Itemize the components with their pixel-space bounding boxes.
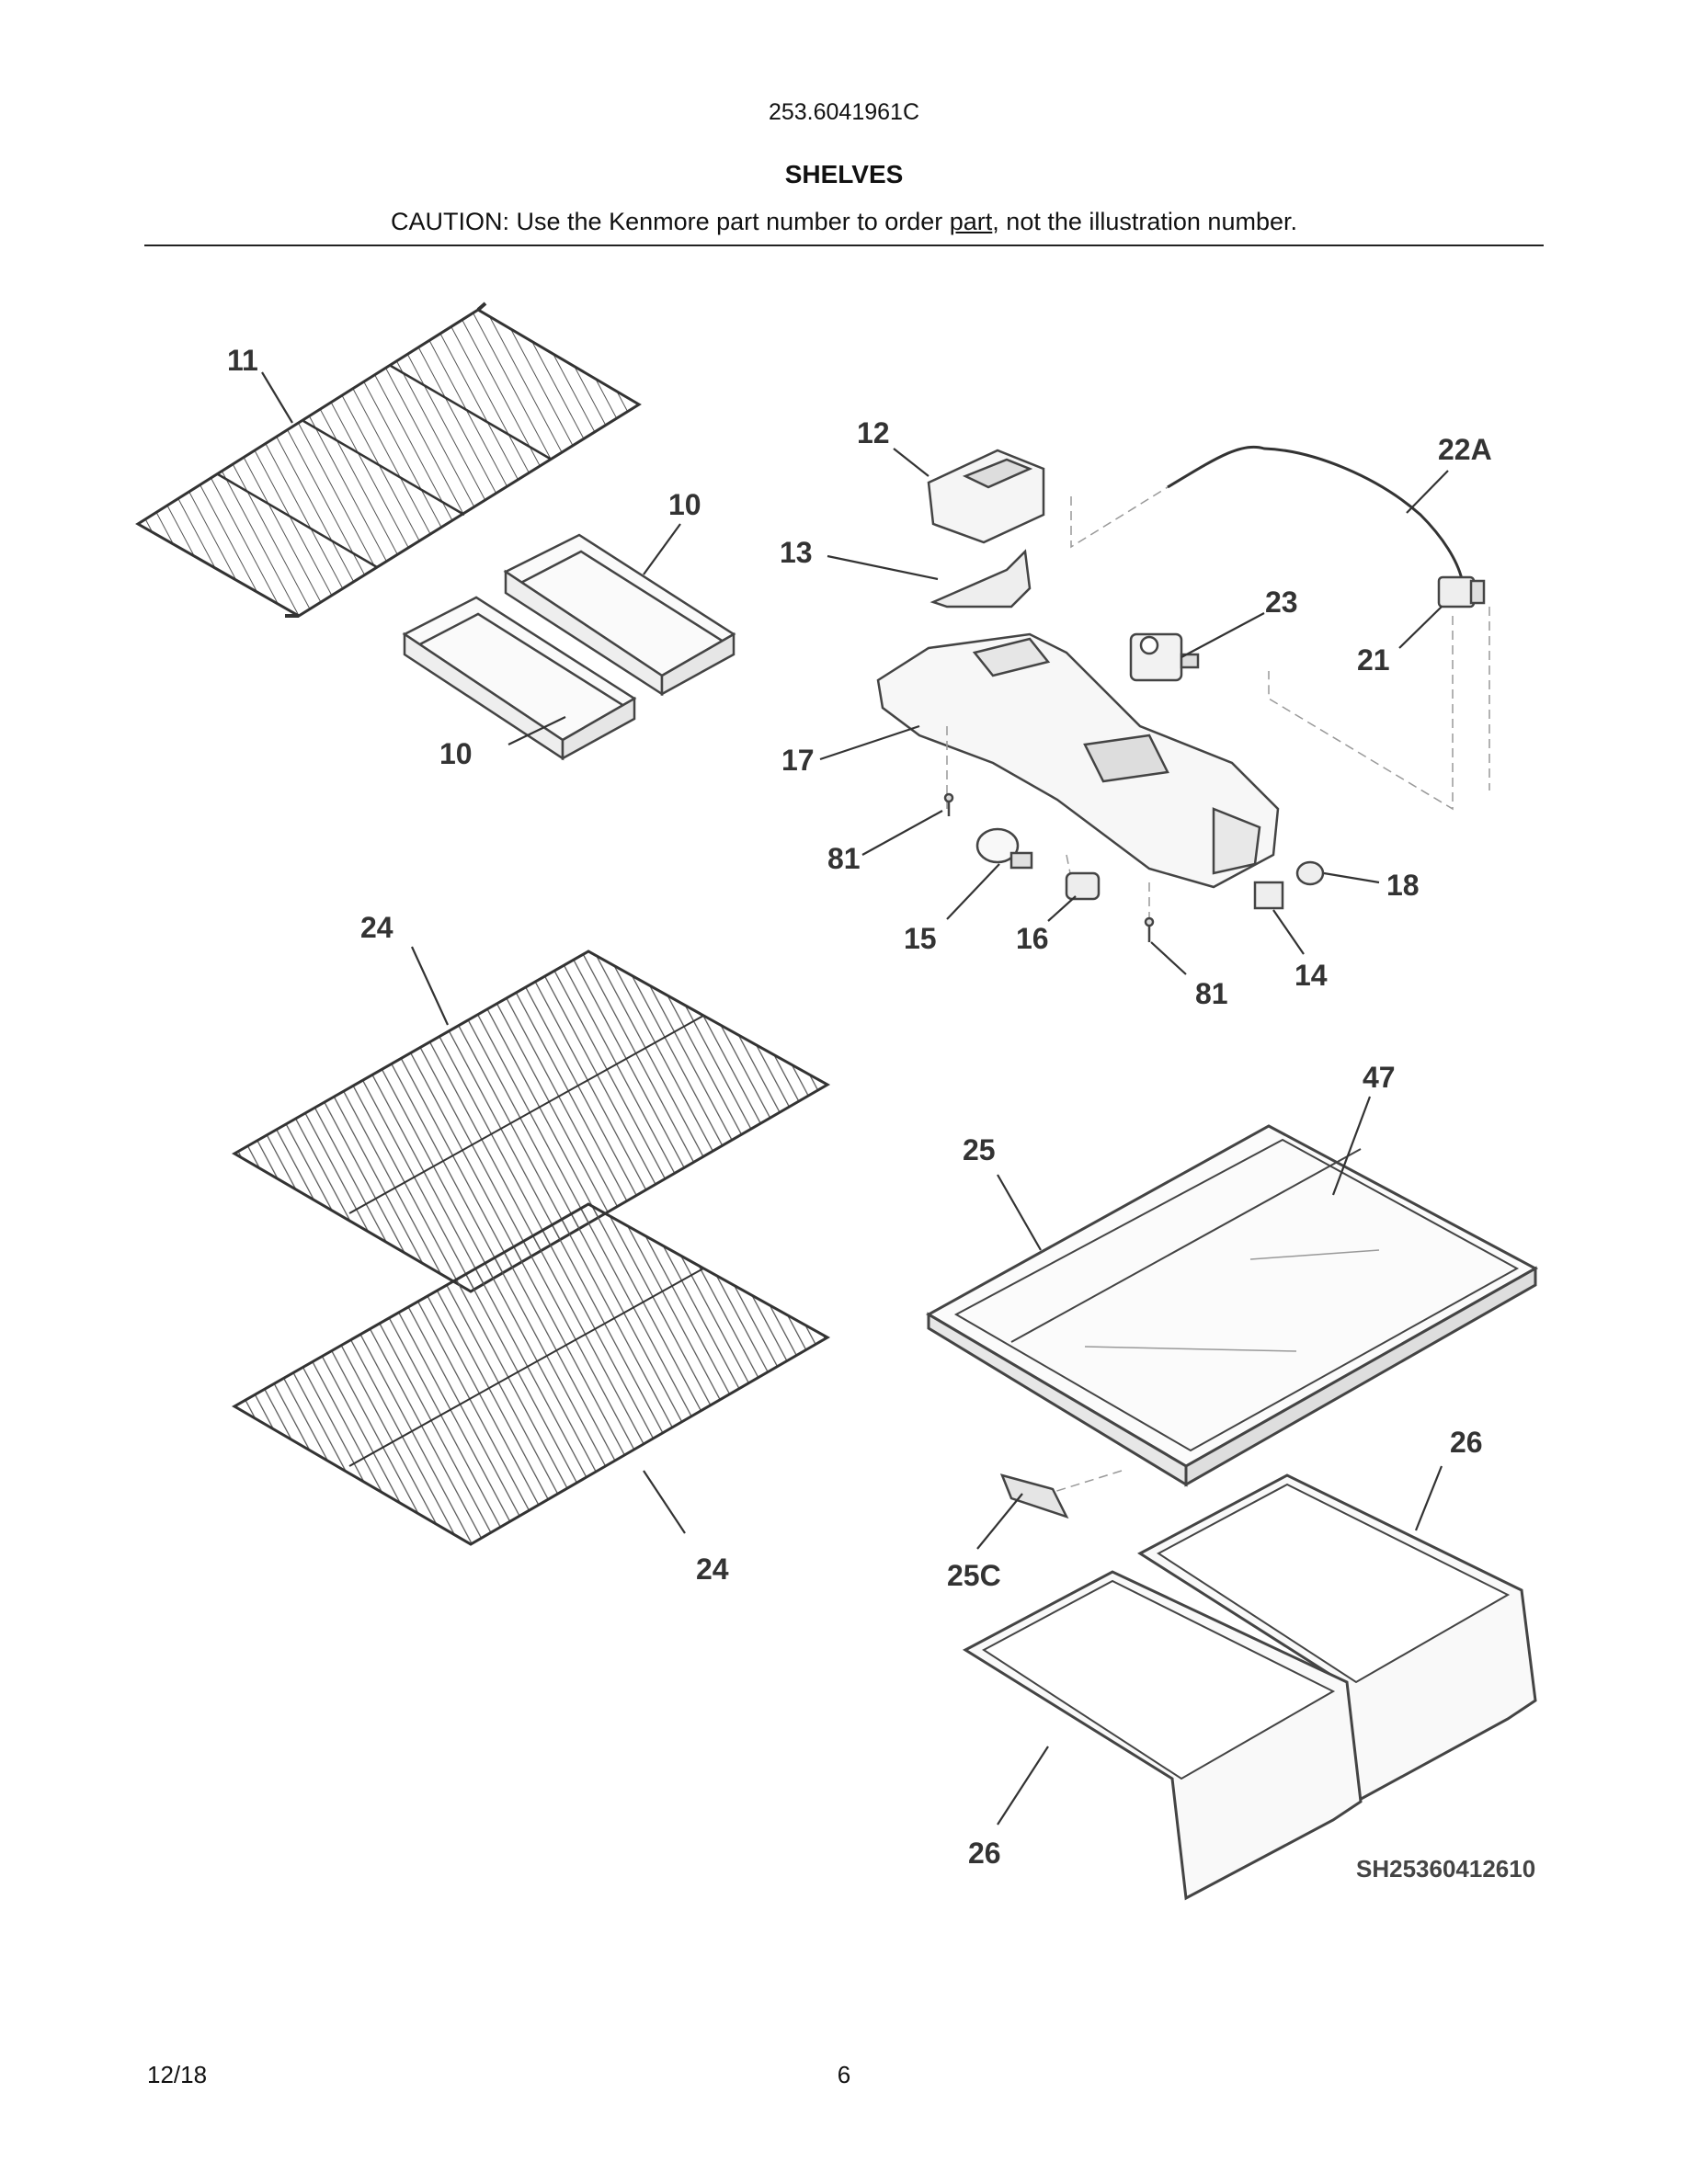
- glass-shelf-25: [925, 1124, 1539, 1487]
- callout-18: 18: [1386, 869, 1420, 902]
- knob-18: [1295, 860, 1325, 886]
- callout-11: 11: [227, 344, 258, 377]
- section-title: SHELVES: [784, 160, 904, 188]
- callout-23: 23: [1265, 586, 1298, 619]
- caution-note: CAUTION: Use the Kenmore part number to …: [0, 208, 1688, 236]
- callout-labels: 11 10 10 12 22A 13 23 21 17 81 18 15 16 …: [227, 344, 1535, 1883]
- wire-shelf-11: [135, 301, 642, 618]
- switch-14: [1253, 881, 1284, 910]
- screw-81-upper: [943, 792, 954, 816]
- callout-13: 13: [780, 536, 813, 569]
- part-12-block: [927, 449, 1045, 544]
- bracket-25C: [999, 1473, 1069, 1519]
- crisper-drawer-26-right: [1137, 1473, 1537, 1804]
- callout-47: 47: [1363, 1061, 1396, 1094]
- callout-25C: 25C: [947, 1559, 1001, 1592]
- ice-tray-10-lower: [402, 596, 637, 761]
- callout-17: 17: [781, 744, 815, 777]
- callout-22A: 22A: [1438, 433, 1492, 466]
- light-bulb-15: [975, 827, 1033, 870]
- callout-24-upper: 24: [360, 911, 393, 944]
- screw-81-lower: [1144, 916, 1155, 942]
- connector-21: [1437, 575, 1486, 609]
- callout-21: 21: [1357, 643, 1390, 677]
- caution-link-word: part: [949, 208, 993, 235]
- callout-14: 14: [1295, 959, 1328, 992]
- callout-10-upper: 10: [668, 488, 701, 521]
- part-13-deflector: [930, 549, 1032, 609]
- wire-shelf-24-upper: [232, 950, 831, 1293]
- caution-prefix: CAUTION: Use the Kenmore part number to …: [391, 208, 950, 235]
- footer-date: 12/18: [147, 2061, 208, 2088]
- crisper-drawer-26-left: [962, 1570, 1363, 1901]
- control-23: [1129, 632, 1200, 682]
- callout-15: 15: [904, 922, 937, 955]
- callout-81-upper: 81: [827, 842, 861, 875]
- callout-26-right: 26: [1450, 1426, 1483, 1459]
- model-number: 253.6041961C: [768, 99, 920, 125]
- caution-suffix: , not the illustration number.: [992, 208, 1297, 235]
- light-housing-17: [876, 632, 1280, 889]
- drawing-code: SH25360412610: [1356, 1855, 1535, 1883]
- ice-tray-10-upper: [503, 533, 736, 697]
- socket-16: [1065, 871, 1101, 901]
- wire-harness-22A: [1167, 445, 1464, 580]
- callout-24-lower: 24: [696, 1553, 729, 1586]
- callout-16: 16: [1016, 922, 1049, 955]
- header-divider: [144, 245, 1544, 246]
- callout-10-lower: 10: [439, 737, 473, 770]
- leader-lines: [261, 371, 1449, 1826]
- callout-81-lower: 81: [1195, 977, 1228, 1010]
- callout-12: 12: [857, 416, 890, 449]
- wire-shelf-24-lower: [232, 1202, 831, 1546]
- page-number: 6: [837, 2061, 851, 2088]
- callout-26-left: 26: [968, 1837, 1001, 1870]
- callout-25: 25: [963, 1133, 996, 1166]
